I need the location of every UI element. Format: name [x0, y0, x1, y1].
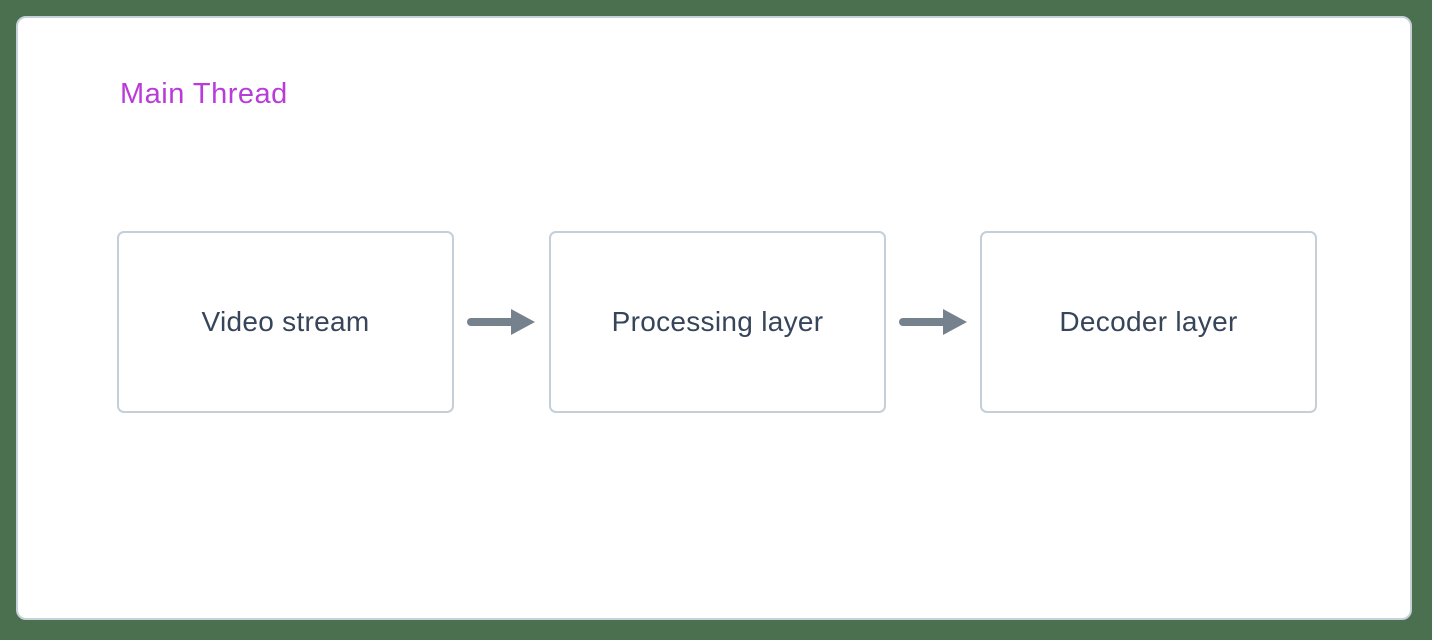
node-decoder-layer: Decoder layer — [980, 231, 1317, 413]
node-video-stream-label: Video stream — [201, 306, 370, 337]
node-video-stream: Video stream — [117, 231, 454, 413]
node-processing-layer: Processing layer — [549, 231, 886, 413]
node-decoder-layer-label: Decoder layer — [1059, 306, 1238, 337]
main-thread-panel: Main Thread Video stream Processing laye… — [16, 16, 1412, 620]
arrow-right-icon — [899, 309, 967, 335]
node-processing-layer-label: Processing layer — [611, 306, 824, 337]
arrow-right-icon — [467, 309, 535, 335]
diagram-title: Main Thread — [120, 78, 288, 110]
